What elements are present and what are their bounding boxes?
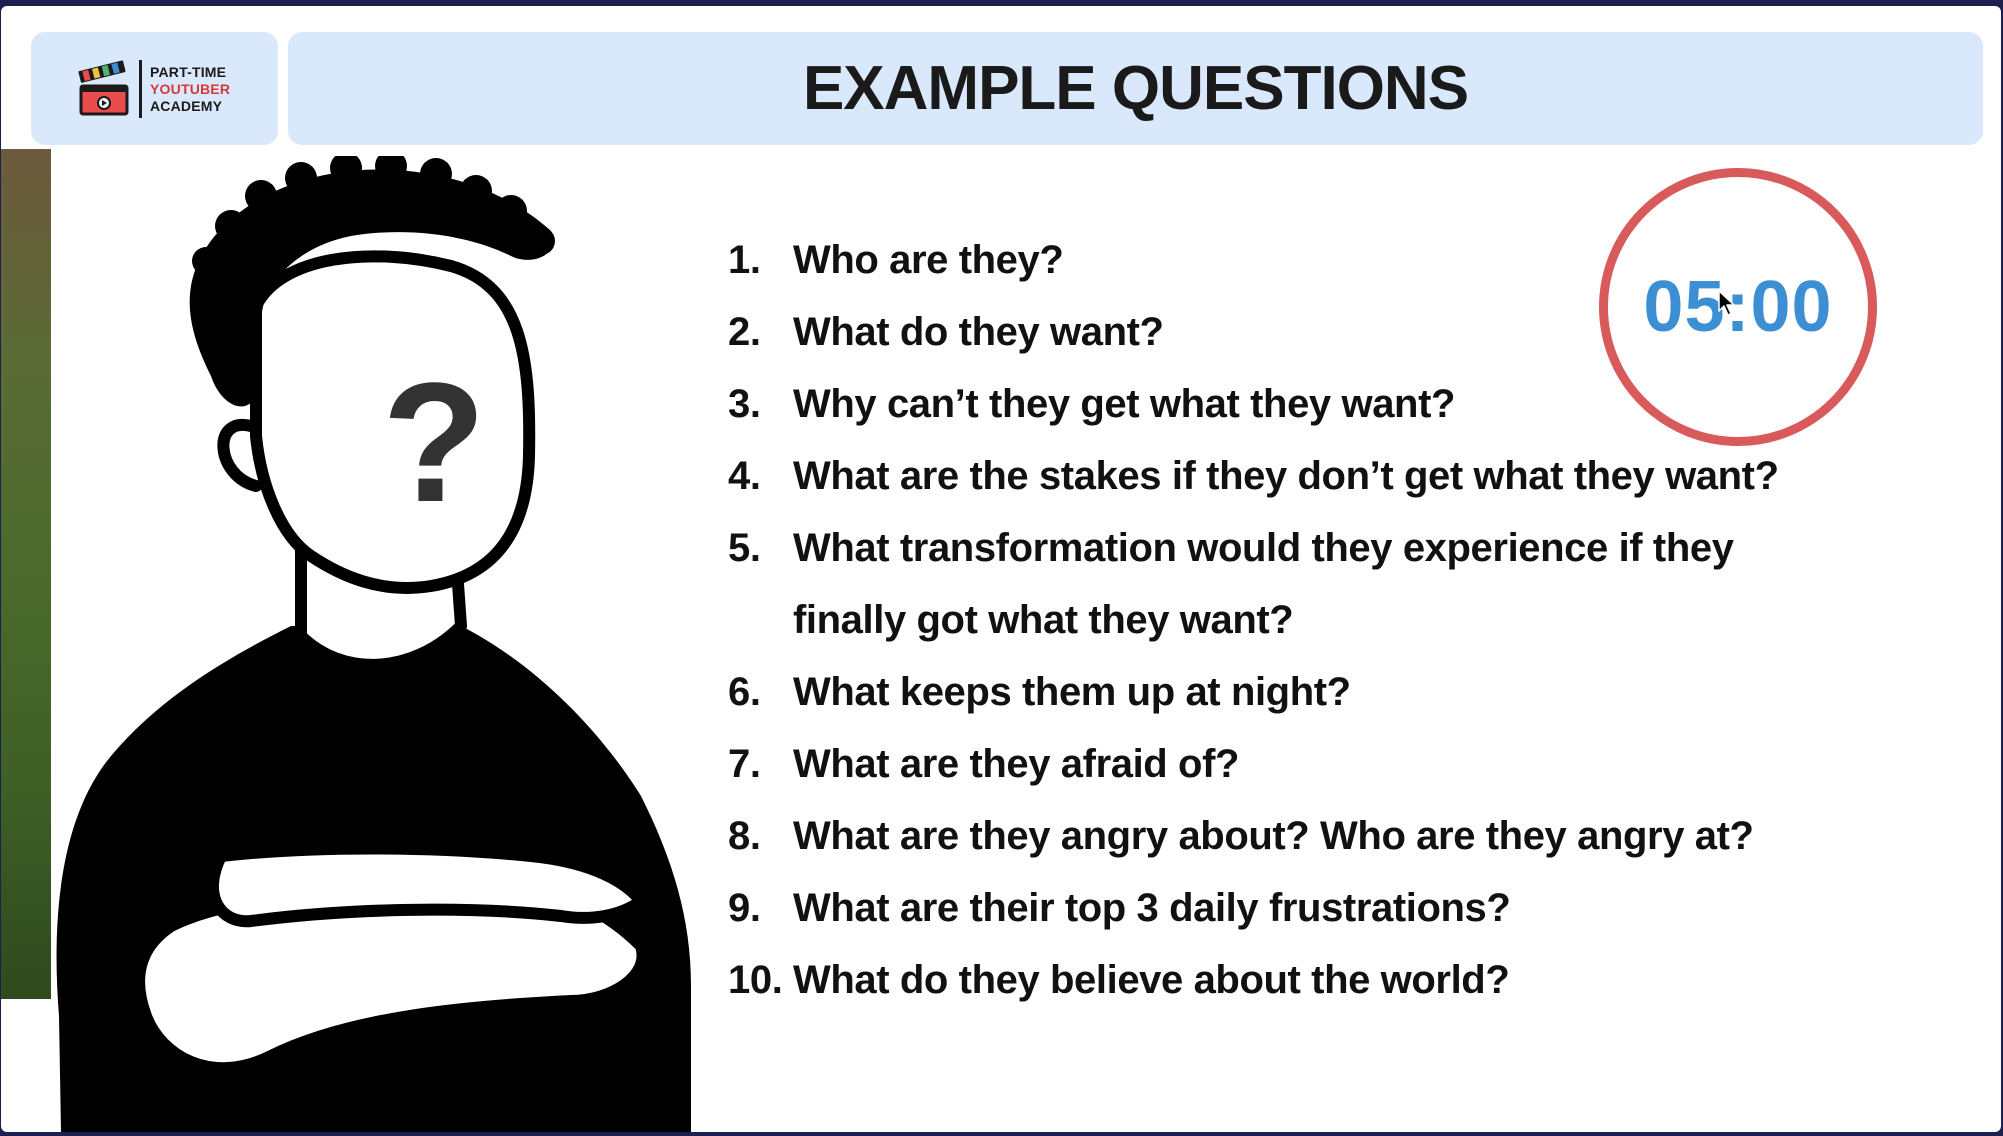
question-text: What do they believe about the world? [793, 958, 1510, 1002]
question-number: 10. [728, 958, 783, 1002]
question-number: 8. [728, 814, 761, 858]
question-number: 1. [728, 238, 761, 282]
page-title: EXAMPLE QUESTIONS [802, 54, 1469, 123]
question-item-2: 2. What do they want? [728, 296, 1848, 368]
question-item-10: 10. What do they believe about the world… [728, 944, 1848, 1016]
timer-display: 05:00 [1643, 267, 1833, 347]
logo-panel: PART-TIME YOUTUBER ACADEMY [31, 32, 278, 145]
question-text: Who are they? [793, 238, 1064, 282]
logo-line-1: PART-TIME [150, 64, 227, 80]
logo-line-2: YOUTUBER [150, 81, 231, 97]
question-text: What are the stakes if they don’t get wh… [793, 454, 1779, 498]
question-item-7: 7. What are they afraid of? [728, 728, 1848, 800]
question-text: What are they afraid of? [793, 742, 1240, 786]
question-item-1: 1. Who are they? [728, 224, 1848, 296]
question-text: What are their top 3 daily frustrations? [793, 886, 1511, 930]
clapperboard-icon [78, 60, 129, 116]
question-text: What are they angry about? Who are they … [793, 814, 1754, 858]
question-number: 6. [728, 670, 761, 714]
question-item-8: 8. What are they angry about? Who are th… [728, 800, 1848, 872]
question-item-5: 5. What transformation would they experi… [728, 512, 1848, 656]
question-number: 2. [728, 310, 761, 354]
question-text: What do they want? [793, 310, 1164, 354]
question-number: 5. [728, 526, 761, 570]
countdown-timer: 05:00 [1599, 168, 1877, 446]
header-panel: EXAMPLE QUESTIONS [288, 32, 1983, 145]
background-photo-strip [1, 149, 51, 999]
question-number: 9. [728, 886, 761, 930]
question-list: 1. Who are they? 2. What do they want? 3… [728, 224, 1848, 1016]
question-number: 7. [728, 742, 761, 786]
faceless-person-illustration: ? [56, 156, 692, 1132]
question-item-9: 9. What are their top 3 daily frustratio… [728, 872, 1848, 944]
mouse-pointer-icon [1718, 290, 1735, 316]
question-mark-face: ? [382, 348, 486, 538]
logo-divider [139, 60, 142, 118]
question-item-3: 3. Why can’t they get what they want? [728, 368, 1848, 440]
logo-line-3: ACADEMY [150, 98, 223, 114]
logo-wordmark: PART-TIME YOUTUBER ACADEMY [150, 64, 230, 115]
presentation-slide: PART-TIME YOUTUBER ACADEMY EXAMPLE QUEST… [1, 6, 2001, 1132]
question-item-6: 6. What keeps them up at night? [728, 656, 1848, 728]
question-text: Why can’t they get what they want? [793, 382, 1456, 426]
question-number: 3. [728, 382, 761, 426]
question-text: What transformation would they experienc… [793, 526, 1734, 642]
question-text: What keeps them up at night? [793, 670, 1351, 714]
question-number: 4. [728, 454, 761, 498]
question-item-4: 4. What are the stakes if they don’t get… [728, 440, 1848, 512]
